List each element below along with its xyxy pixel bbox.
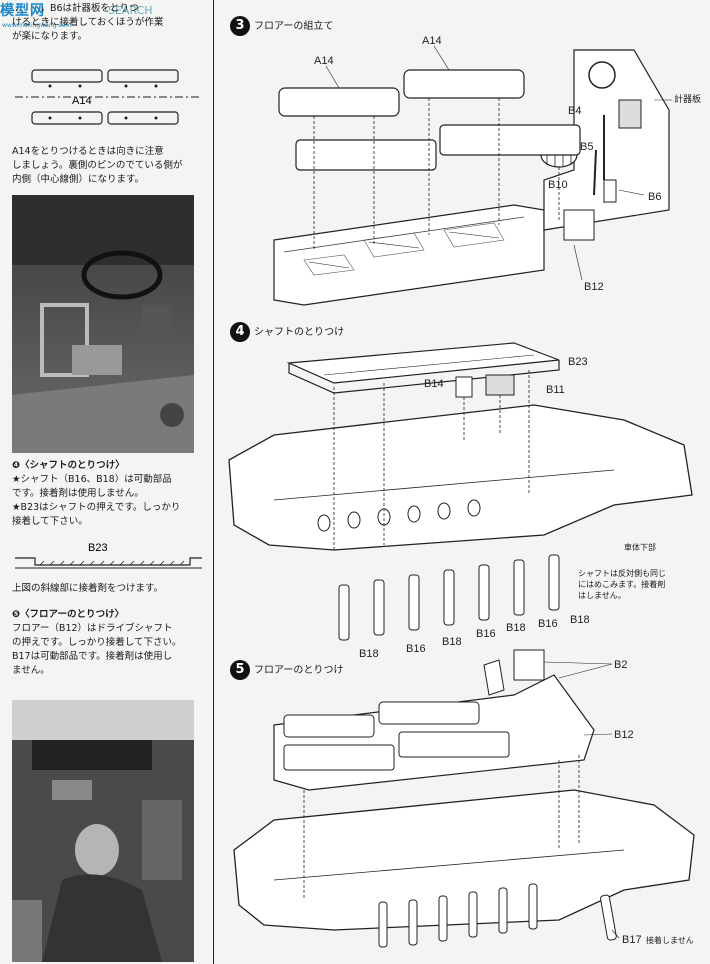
intro-text: … ，B6は計器板をとりつ けるときに接着しておくほうが作業 が楽になります。 xyxy=(12,3,164,42)
step5-floor-installation-diagram: B2 B12 B17 接着しません xyxy=(233,649,695,948)
watermark-logo: 模型网 xyxy=(0,3,45,19)
b23-note: 上図の斜線部に接着剤をつけます。 xyxy=(12,583,164,594)
step4-shaft-labels: B18 B16 B18 B16 B18 B16 B18 xyxy=(359,614,590,660)
step4-label-b14: B14 xyxy=(424,378,444,390)
step5-label-b2: B2 xyxy=(614,659,627,671)
step4-label-shaft-6: B16 xyxy=(538,618,558,630)
interior-photo xyxy=(12,195,194,453)
step4-side-text: ★シャフト（B16、B18）は可動部品 です。接着剤は使用しません。 ★B23は… xyxy=(12,474,181,527)
step3-title: フロアーの組立て xyxy=(254,21,334,32)
b23-detail-diagram: B23 xyxy=(15,542,202,569)
step5-number: 5 xyxy=(230,660,250,680)
step3-label-a14-right: A14 xyxy=(422,35,442,47)
step3-label-gauge-panel: 計器板 xyxy=(674,93,701,104)
step4-shaft-note: シャフトは反対側も同じ にはめこみます。接着剤 はしません。 xyxy=(578,569,666,600)
step3-header: 3 フロアーの組立て xyxy=(230,16,333,36)
step4-label-shaft-2: B16 xyxy=(406,643,426,655)
step5-side-title: ❺〈フロアーのとりつけ〉 xyxy=(12,609,125,620)
b23-detail-label: B23 xyxy=(88,542,108,554)
step5-title: フロアーのとりつけ xyxy=(254,665,344,676)
watermark-search: SEARCH xyxy=(108,4,153,17)
a14-note: A14をとりつけるときは向きに注意 しましょう。裏側のピンのでている側が 内側（… xyxy=(12,146,183,185)
step4-label-b23: B23 xyxy=(568,356,588,368)
step4-label-shaft-1: B18 xyxy=(359,648,379,660)
step5-label-b12: B12 xyxy=(614,729,634,741)
step4-label-shaft-5: B18 xyxy=(506,622,526,634)
step3-label-b5: B5 xyxy=(580,141,593,153)
step3-label-b4: B4 xyxy=(568,105,581,117)
step4-header: 4 シャフトのとりつけ xyxy=(230,322,344,342)
step4-number: 4 xyxy=(230,322,250,342)
step4-label-hull-lower: 車体下部 xyxy=(624,542,656,552)
column-divider xyxy=(213,0,214,964)
step3-number: 3 xyxy=(230,16,250,36)
step3-floor-assembly-diagram: A14 A14 計器板 B4 B5 B10 B6 B12 xyxy=(273,35,701,306)
a14-detail-diagram: A14 xyxy=(15,69,200,125)
step4-label-shaft-3: B18 xyxy=(442,636,462,648)
left-column: 模型网 www.moxingwang.com SEARCH … ，B6は計器板を… xyxy=(0,0,210,964)
step5-label-b17-note: 接着しません xyxy=(646,935,694,945)
step4-label-shaft-4: B16 xyxy=(476,628,496,640)
step4-label-b11: B11 xyxy=(546,384,565,396)
step3-label-b6: B6 xyxy=(648,191,661,203)
a14-detail-label: A14 xyxy=(72,95,92,107)
step4-shaft-installation-diagram: B23 B14 B11 車体下部 B18 B16 B18 B16 B18 B16… xyxy=(228,342,693,660)
watermark-url: www.moxingwang.com xyxy=(2,22,72,29)
step3-label-a14-left: A14 xyxy=(314,55,334,67)
step5-header: 5 フロアーのとりつけ xyxy=(230,660,344,680)
step4-label-shaft-7: B18 xyxy=(570,614,590,626)
step3-label-b12: B12 xyxy=(584,281,604,293)
step5-label-b17: B17 xyxy=(622,934,642,946)
step4-side-title: ❹〈シャフトのとりつけ〉 xyxy=(12,460,125,471)
step3-label-b10: B10 xyxy=(548,179,568,191)
step4-title: シャフトのとりつけ xyxy=(254,327,345,338)
crew-photo xyxy=(12,700,194,962)
step5-side-text: フロアー（B12）はドライブシャフト の押えです。しっかり接着して下さい。 B1… xyxy=(12,623,182,676)
